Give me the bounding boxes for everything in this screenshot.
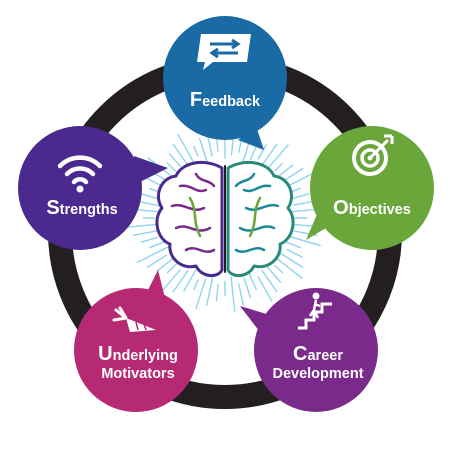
burst-ray xyxy=(266,144,289,170)
burst-ray xyxy=(276,250,304,269)
chat-arrows-icon xyxy=(197,34,251,70)
burst-ray xyxy=(148,241,165,249)
motivators-node: Underlying Motivators xyxy=(74,270,198,412)
brain-icon xyxy=(155,160,295,277)
burst-ray xyxy=(177,133,195,164)
career-circle xyxy=(254,288,378,412)
objectives-label: Objectives xyxy=(333,197,411,219)
carrot-icon xyxy=(112,306,156,332)
stairs-icon xyxy=(298,292,332,330)
burst-ray xyxy=(192,279,199,291)
burst-ray xyxy=(140,236,159,243)
burst-ray xyxy=(146,254,168,269)
burst-ray xyxy=(215,284,219,302)
burst-ray xyxy=(257,143,268,160)
burst-ray xyxy=(198,137,208,162)
feedback-bubble-tail xyxy=(238,126,264,150)
objectives-circle xyxy=(310,126,434,250)
career-node: Career Development xyxy=(240,288,378,412)
motivators-label: Underlying xyxy=(98,343,178,365)
burst-ray xyxy=(237,283,245,306)
strengths-node: Strengths xyxy=(18,126,168,250)
motivators-circle xyxy=(74,288,198,412)
burst-ray xyxy=(257,276,273,303)
burst-ray xyxy=(168,152,182,168)
burst-ray xyxy=(205,275,214,306)
burst-ray xyxy=(274,264,284,274)
burst-ray xyxy=(156,257,175,272)
strengths-label: Strengths xyxy=(46,197,117,219)
burst-ray xyxy=(125,223,160,229)
burst-ray xyxy=(249,145,258,161)
wifi-icon xyxy=(57,155,103,193)
target-icon xyxy=(352,134,394,176)
strengths-bubble-tail xyxy=(134,156,168,184)
burst-ray xyxy=(285,241,302,249)
feedback-node: Feedback xyxy=(163,16,287,150)
burst-ray xyxy=(275,257,303,279)
burst-ray xyxy=(136,245,171,264)
burst-ray xyxy=(182,269,197,293)
feedback-label: Feedback xyxy=(190,89,261,111)
burst-ray xyxy=(166,162,179,175)
career-label-line2: Development xyxy=(272,366,363,382)
burst-ray xyxy=(195,277,207,310)
burst-ray xyxy=(192,145,199,157)
objectives-node: Objectives xyxy=(306,126,434,250)
burst-ray xyxy=(248,272,258,291)
burst-ray xyxy=(243,277,252,299)
burst-ray xyxy=(286,248,303,259)
career-label: Career xyxy=(293,343,343,365)
motivators-label-line2: Motivators xyxy=(101,366,174,382)
burst-ray xyxy=(172,269,189,293)
feedback-circle xyxy=(163,16,287,140)
burst-ray xyxy=(230,276,236,313)
burst-ray xyxy=(286,172,314,188)
burst-ray xyxy=(274,162,284,172)
burst-ray xyxy=(261,269,278,293)
burst-ray xyxy=(161,268,182,292)
